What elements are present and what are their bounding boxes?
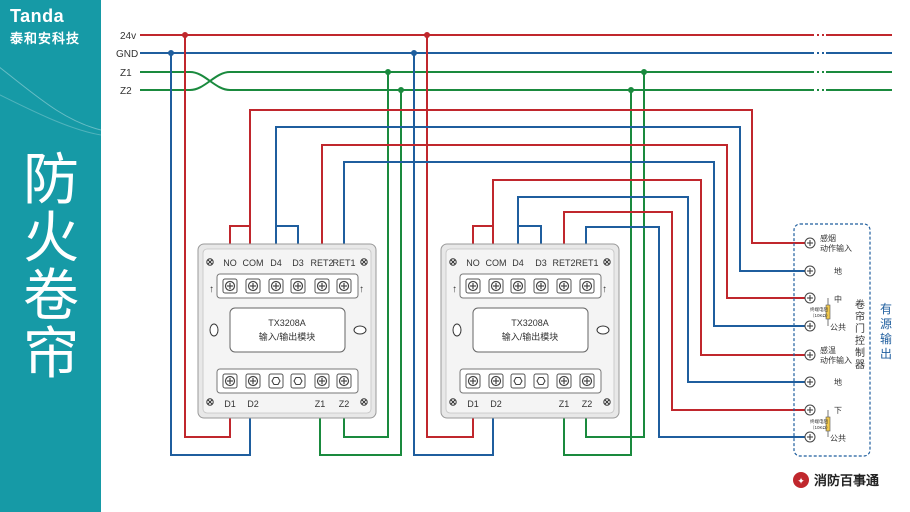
junction-dots	[168, 32, 647, 93]
terminal-label: D3	[292, 258, 304, 268]
arrow-up-icon: ↑	[452, 284, 457, 295]
terminal-label: Z1	[559, 399, 570, 409]
module-1: NO COM D4 D3 RET2 RET1 ↑ ↑ TX3208A 输入/输出…	[197, 243, 377, 419]
ct-label-mid: 中	[834, 294, 842, 304]
arrow-up-icon: ↑	[602, 284, 607, 295]
terminal-label: D2	[247, 399, 259, 409]
terminal-label: D1	[224, 399, 236, 409]
controller-title: 卷 帘 门 控 制 器	[855, 298, 865, 371]
bus-z1	[140, 71, 892, 91]
resistor-label: 终端电阻	[810, 306, 828, 313]
brand-logo: Tanda	[10, 6, 65, 26]
ct-label-smoke-input: 动作输入	[820, 243, 852, 253]
module-desc: 输入/输出模块	[502, 331, 559, 342]
terminal-label: D1	[467, 399, 479, 409]
module-2: NO COM D4 D3 RET2 RET1 ↑ ↑ TX3208A 输入/输出…	[440, 243, 620, 419]
source-output-label: 有 源 输 出	[880, 302, 892, 361]
terminal-label: RET1	[575, 258, 598, 268]
resistor-label: 终端电阻	[810, 418, 828, 425]
sidebar: Tanda 泰和安科技 防 火 卷 帘	[0, 0, 101, 512]
brand-name-cn: 泰和安科技	[10, 31, 81, 46]
page-title-char: 火	[23, 206, 79, 271]
ct-label-common: 公共	[830, 434, 846, 443]
resistor-value: （10KΩ）	[810, 425, 830, 430]
module2-power-wires	[413, 35, 645, 456]
fire-logo-icon	[793, 472, 809, 488]
sidebar-decor	[0, 67, 101, 136]
shutter-controller: 感烟 动作输入 地 中 公共 感温 动作输入 地 下 公共 终端电阻 （10KΩ…	[793, 223, 892, 457]
terminal-label: NO	[223, 258, 237, 268]
terminal-label: COM	[243, 258, 264, 268]
bus-label-z2: Z2	[120, 86, 132, 97]
svg-text:卷: 卷	[855, 298, 865, 311]
ct-label-ground: 地	[834, 377, 842, 387]
module-model: TX3208A	[511, 318, 549, 328]
terminal-label: RET2	[310, 258, 333, 268]
arrow-up-icon: ↑	[209, 284, 214, 295]
terminal-label: Z2	[339, 399, 350, 409]
terminal-label: D4	[512, 258, 524, 268]
svg-text:有: 有	[880, 302, 892, 316]
page-title-char: 帘	[23, 322, 79, 387]
svg-text:输: 输	[880, 331, 892, 346]
page-title-char: 卷	[23, 264, 79, 329]
module1-power-wires	[170, 35, 402, 456]
ct-label-temp: 感温	[820, 345, 836, 355]
terminal-label: Z1	[315, 399, 326, 409]
page-title-char: 防	[23, 148, 79, 213]
module-desc: 输入/输出模块	[259, 331, 316, 342]
page-title: 防 火 卷 帘	[8, 152, 94, 384]
svg-text:出: 出	[880, 347, 892, 361]
terminal-label: NO	[466, 258, 480, 268]
footer-logo: ✦ 消防百事通	[793, 472, 879, 488]
module-model: TX3208A	[268, 318, 306, 328]
terminal-label: RET2	[552, 258, 575, 268]
bus-label-gnd: GND	[116, 49, 138, 60]
terminal-label: Z2	[582, 399, 593, 409]
ct-label-smoke: 感烟	[820, 233, 836, 243]
svg-text:器: 器	[855, 359, 865, 371]
terminal-label: D4	[270, 258, 282, 268]
module2-output-wires	[472, 179, 805, 438]
svg-text:门: 门	[855, 322, 865, 335]
ct-label-ground: 地	[834, 266, 842, 276]
terminal-label: D3	[535, 258, 547, 268]
svg-text:✦: ✦	[797, 476, 805, 486]
ct-label-down: 下	[834, 406, 842, 415]
terminal-label: D2	[490, 399, 502, 409]
ct-label-common: 公共	[830, 323, 846, 332]
arrow-up-icon: ↑	[359, 284, 364, 295]
svg-text:制: 制	[855, 346, 865, 359]
bus-z2	[140, 71, 892, 91]
svg-text:源: 源	[880, 317, 892, 331]
terminal-label: RET1	[332, 258, 355, 268]
terminal-label: COM	[486, 258, 507, 268]
resistor-value: （10KΩ）	[810, 313, 830, 318]
bus-label-z1: Z1	[120, 68, 132, 79]
module1-output-wires	[229, 109, 805, 327]
svg-text:控: 控	[855, 334, 865, 347]
svg-text:帘: 帘	[855, 310, 865, 323]
footer-logo-text: 消防百事通	[814, 473, 879, 488]
bus-label-24v: 24v	[120, 31, 136, 42]
ct-label-temp-input: 动作输入	[820, 355, 852, 365]
